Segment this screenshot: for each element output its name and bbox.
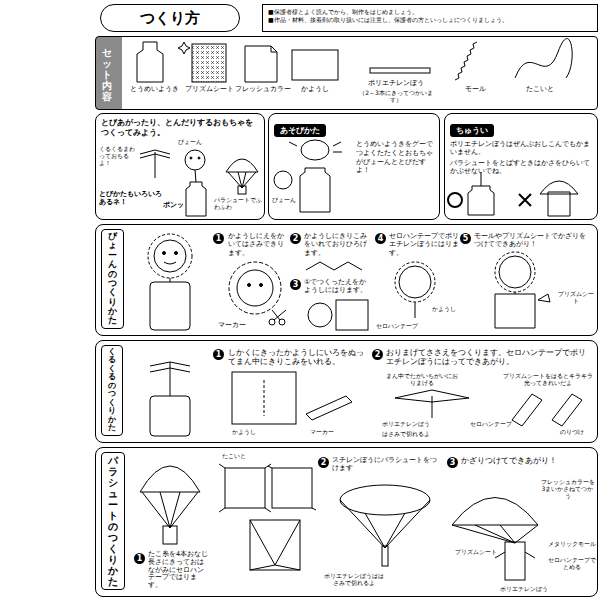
step-text: セロハンテープでポリエチレンぼうにはります。 [389, 232, 459, 257]
heading-text: ちゅうい [450, 124, 494, 137]
part-label: かようし [293, 86, 337, 94]
part-label: セロハンテープ [376, 322, 418, 329]
step-number: 2 [318, 457, 329, 468]
heading-text: くるくるのつくりかた [101, 345, 123, 436]
heading-text: つくり方 [140, 9, 200, 28]
part-label: たこいと [512, 86, 568, 94]
part-label: とうめいようき [128, 86, 180, 94]
part-label: プリズムシートをはるとキラキラ光ってきれいだよ [500, 372, 595, 386]
part-label: かようし [232, 428, 256, 435]
body-text: パラシュートをとばすときはかさをひらいてかぶせないでね。 [450, 159, 592, 175]
part-label: プリズムシート [183, 86, 235, 94]
step-text: モールやプリズムシートでかざりをつけてできあがり！ [474, 232, 592, 249]
heading-text: あそびかた [274, 124, 326, 137]
step-text: かようしにえをかいてはさみできります。 [228, 232, 288, 257]
body-text: ■作品・材料、接着剤の取り扱いには注意し、保護者の方といっしょにつくりましょう。 [268, 16, 592, 24]
part-label: ポリエチレンぼう [360, 80, 432, 88]
part-label: ポリエチレンぼうははさみで切れるよ [322, 572, 386, 586]
play-box: あそびかたとうめいようきをグーでつよくたたくとおもちゃがぴょーんととびだすよ！ [268, 113, 440, 220]
part-label: フレッシュカラー [234, 86, 292, 94]
step-text: かようしにきりこみをいれておりひろげます。 [304, 232, 370, 257]
part-label: マーカー [310, 428, 334, 435]
caption-text: ぴょーん [272, 196, 296, 203]
caution-box: ちゅういポリエチレンぼうはぜんぶおしこんでもかまいません。パラシュートをとばすと… [444, 113, 598, 220]
contents-panel: セット内容 [95, 36, 598, 110]
heading-text: パラシュートのつくりかた [101, 452, 125, 590]
step-text: たこ糸を4本おなじ長さにきっておはながみにセロハンテープではります。 [148, 551, 210, 590]
part-label: まん中でたがいちがいにおりまげる [386, 372, 458, 386]
caption-text: とびかたもいろいろあるネ！ [99, 190, 163, 207]
caption-text: パラシュートでふわふわ [214, 196, 262, 210]
step-number: 5 [460, 233, 471, 244]
step-text: しかくにきったかようしにいろをぬってまん中にきりこみをいれる。 [228, 348, 368, 366]
part-label: たこいと [222, 452, 246, 459]
part-label: メタリックモール [548, 540, 596, 547]
part-label: プリズムシート [556, 290, 596, 304]
part-label: ポリエチレンぼう [382, 420, 430, 427]
part-label: マーカー [218, 322, 246, 330]
part-label: モール [450, 86, 500, 94]
part-label: （2～3本にきってつかいます） [355, 89, 437, 103]
part-label: フレッシュカラーを3まいかさねてつかう [540, 478, 595, 500]
part-label: はさみで切れるよ [382, 430, 430, 437]
part-label: ポリエチレンぼう [500, 585, 548, 592]
step-number: 3 [447, 457, 458, 468]
heading-text: とびあがったり、とんだりするおもちゃをつくってみよう。 [101, 118, 259, 138]
step-number: 1 [213, 233, 224, 244]
caption-text: ポンッ [163, 202, 184, 210]
caption-text: ぴょーん [178, 138, 202, 145]
heading-text: ■保護者様とよく読んでから、制作をはじめましょう。 [268, 8, 592, 16]
notes-box: ■保護者様とよく読んでから、制作をはじめましょう。■作品・材料、接着剤の取り扱い… [262, 4, 598, 32]
part-label: のりづけ [560, 428, 584, 435]
title-tab: つくり方 [100, 4, 240, 32]
step-number: 3 [290, 279, 301, 290]
caption-text: くるくるまわっておちるよ！ [99, 145, 137, 167]
step-number: 2 [372, 349, 383, 360]
step-number: 2 [290, 233, 301, 244]
step-text: かざりつけてできあがり！ [461, 456, 591, 465]
body-text: ポリエチレンぼうはぜんぶおしこんでもかまいません。 [450, 140, 592, 156]
part-label: プリズムシート [455, 548, 497, 555]
heading-text: セット内容 [102, 47, 112, 102]
step-number: 1 [134, 553, 145, 564]
part-label: かようし [432, 305, 456, 312]
step-number: 1 [213, 349, 224, 360]
body-text: とうめいようきをグーでつよくたたくとおもちゃがぴょーんととびだすよ！ [356, 140, 434, 175]
step-number: 4 [375, 233, 386, 244]
part-label: セロハンテープ [470, 420, 512, 427]
part-label: セロハンテープでとめる [548, 556, 596, 570]
step-text: スチレンぼうにパラシュートをつけます [332, 456, 442, 473]
step-text: ①でつくったえをかようしにはります。 [304, 278, 370, 295]
heading-text: ぴょーんのつくりかた [101, 229, 124, 329]
step-text: おりまげてささえをつくります。セロハンテープでポリエチレンぼうにはってできあがり… [386, 348, 591, 366]
